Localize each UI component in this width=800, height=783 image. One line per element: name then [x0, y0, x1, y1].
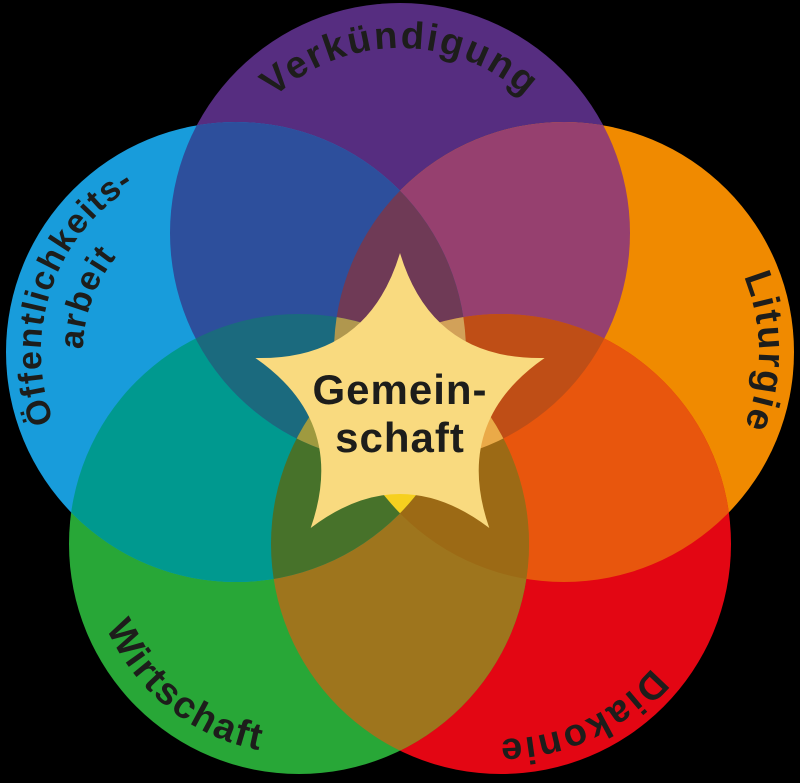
center-label-line1: Gemein- — [312, 366, 487, 413]
overlap-triple-right — [334, 314, 630, 463]
overlap-triple-top — [334, 122, 466, 463]
center-star — [255, 253, 545, 528]
center-label-line2: schaft — [335, 414, 465, 461]
overlap-triple-left — [170, 314, 466, 463]
